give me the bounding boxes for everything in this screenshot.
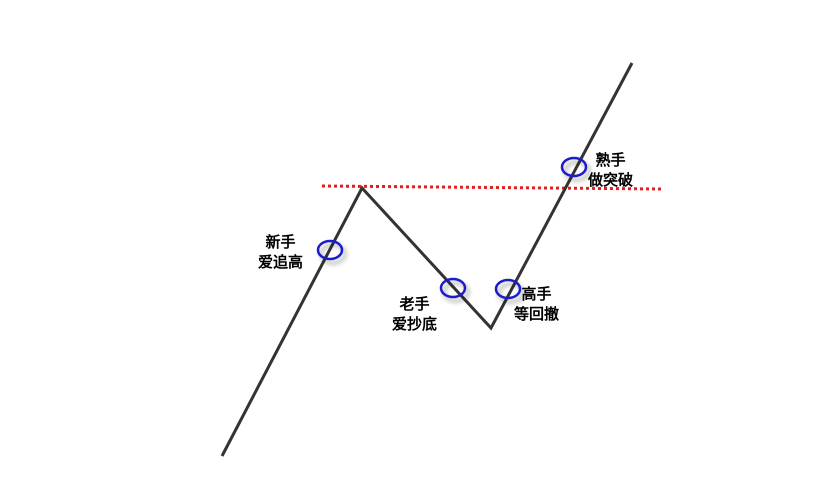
annotation-skilled: 熟手 做突破 <box>588 150 633 190</box>
marker-veteran <box>439 277 467 299</box>
annotation-novice-line1: 新手 <box>265 233 296 251</box>
annotation-expert-line2: 等回撤 <box>514 305 560 323</box>
annotation-veteran-line1: 老手 <box>399 295 430 313</box>
annotation-skilled-line2: 做突破 <box>588 171 634 189</box>
marker-expert <box>494 278 522 300</box>
annotation-veteran-line2: 爱抄底 <box>392 315 438 333</box>
price-line <box>220 62 634 457</box>
marker-novice <box>316 239 344 261</box>
annotation-novice-line2: 爱追高 <box>258 253 304 271</box>
annotation-veteran: 老手 爱抄底 <box>392 294 437 334</box>
annotation-expert-line1: 高手 <box>521 285 552 303</box>
annotation-expert: 高手 等回撤 <box>514 284 559 324</box>
annotation-skilled-line1: 熟手 <box>595 151 626 169</box>
marker-skilled <box>560 156 588 178</box>
annotation-novice: 新手 爱追高 <box>258 232 303 272</box>
resistance-line <box>321 184 662 191</box>
